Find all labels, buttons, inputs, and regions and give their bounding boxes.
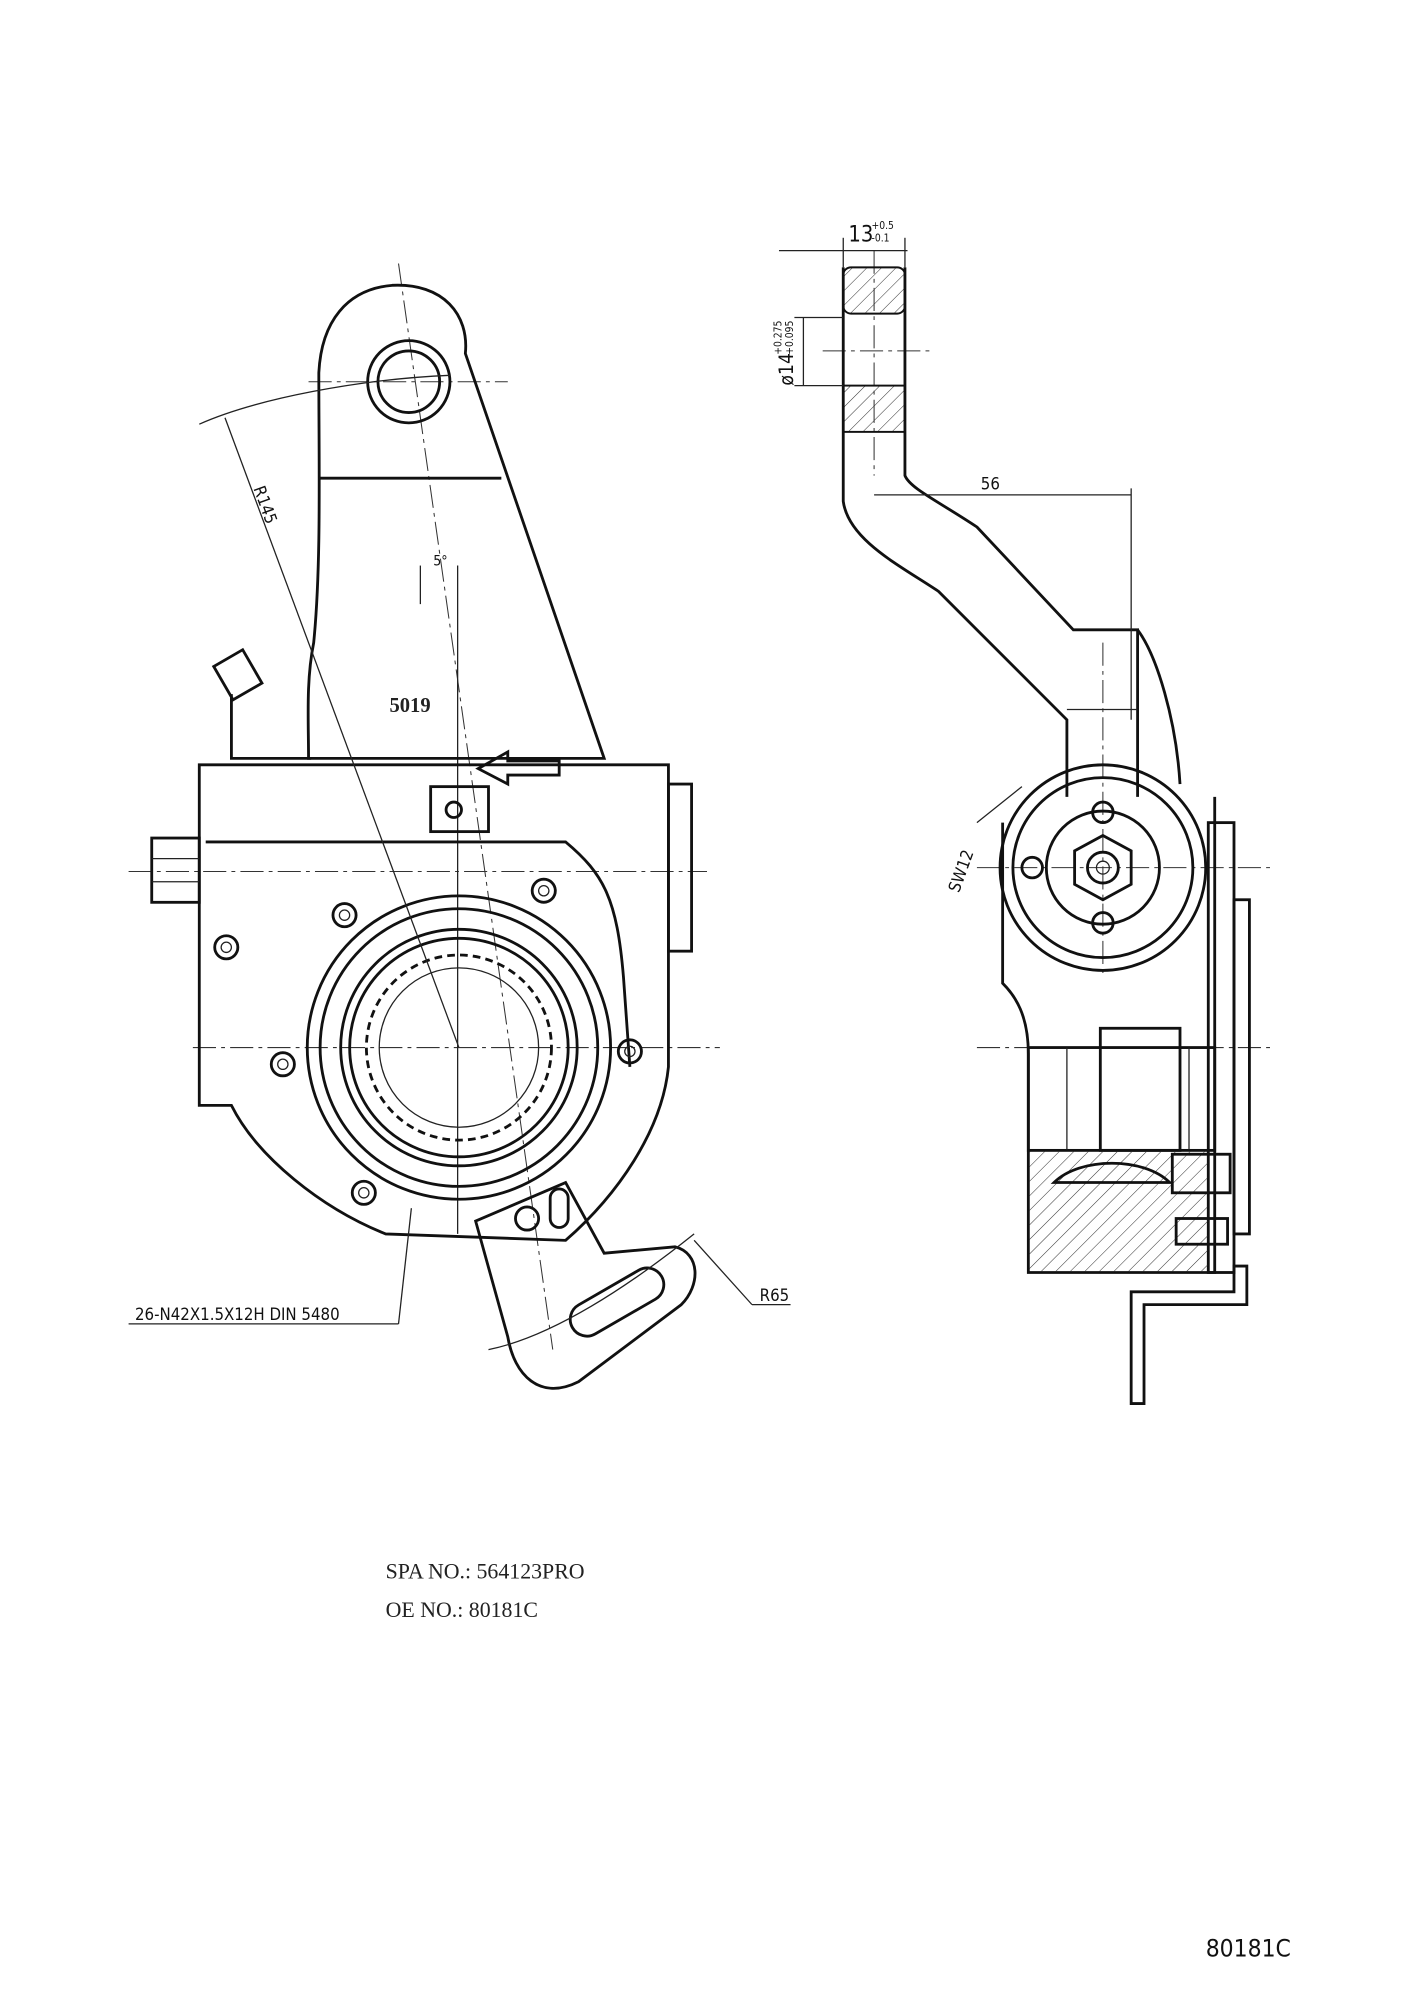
angle-dim: 5° xyxy=(433,554,447,570)
thickness-dim: 13 xyxy=(848,223,873,248)
bolts xyxy=(213,877,643,1206)
thickness-tol-upper: +0.5 xyxy=(872,220,895,232)
clevis-hole xyxy=(366,339,452,425)
offset-dim: 56 xyxy=(981,474,1000,494)
oe-number: OE NO.: 80181C xyxy=(386,1598,538,1622)
worm-wheel-housing xyxy=(305,894,613,1201)
lever-radius-dim: R65 xyxy=(760,1285,790,1305)
spline-spec: 26-N42X1.5X12H DIN 5480 xyxy=(135,1304,340,1324)
bore-dim: ø14 xyxy=(775,353,798,386)
bore-tol-lower: +0.095 xyxy=(784,320,796,354)
direction-arrow-icon xyxy=(475,749,561,787)
adjuster-nut xyxy=(1073,833,1133,902)
sheet-id: 80181C xyxy=(1206,1933,1291,1962)
lever-arm xyxy=(306,283,607,760)
spline-bore xyxy=(364,953,553,1142)
arm-radius-dim: R145 xyxy=(250,483,282,527)
side-bracket xyxy=(1129,1264,1249,1406)
front-view xyxy=(128,263,791,1390)
part-marking: 5019 xyxy=(390,695,431,717)
wrench-size-dim: SW12 xyxy=(944,847,978,895)
housing xyxy=(197,763,670,1242)
side-view xyxy=(778,237,1273,1406)
adjuster-hex xyxy=(150,836,201,904)
anchor-bracket xyxy=(473,1180,697,1390)
thickness-tol-lower: -0.1 xyxy=(872,233,890,245)
grease-nipple xyxy=(211,647,312,760)
spa-number: SPA NO.: 564123PRO xyxy=(386,1559,585,1583)
bore-tol-upper: +0.275 xyxy=(773,320,785,354)
